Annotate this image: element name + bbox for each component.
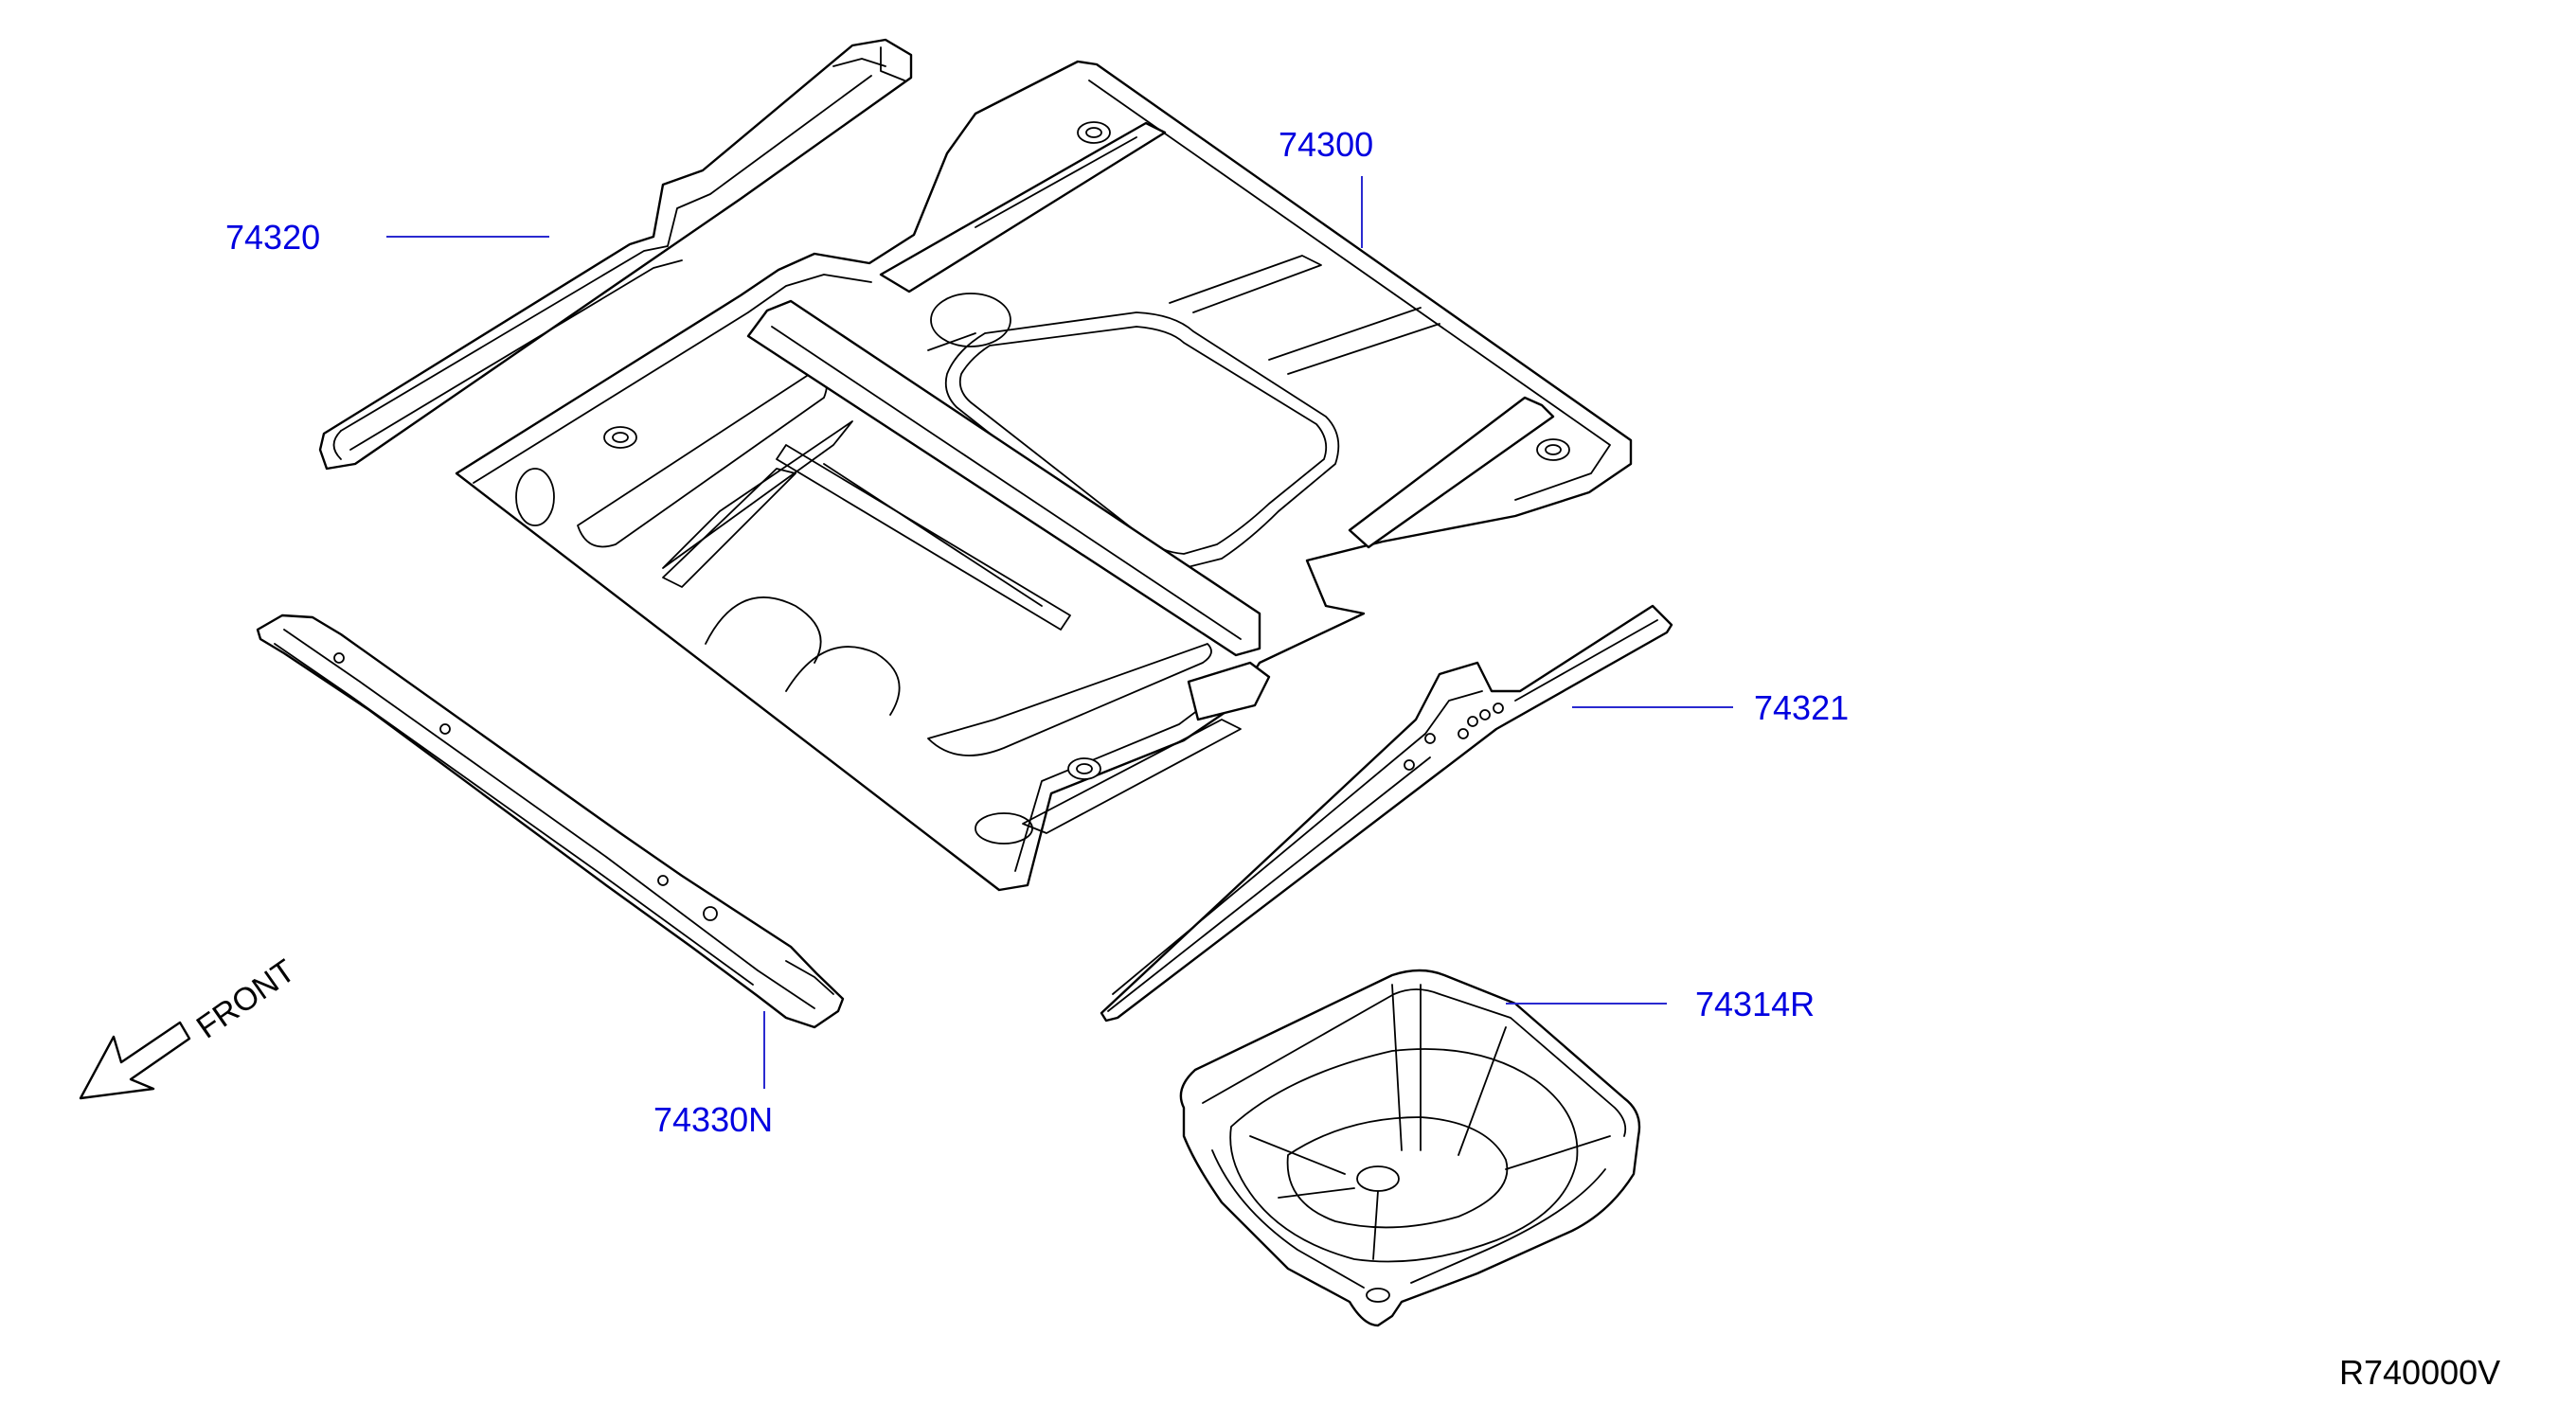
cross-member-drawing[interactable] xyxy=(256,614,845,1029)
front-label: FRONT xyxy=(190,952,302,1045)
side-member-right-drawing[interactable] xyxy=(1100,604,1673,1023)
front-arrow-icon xyxy=(79,1021,191,1100)
floor-panel-drawing[interactable] xyxy=(455,60,1633,892)
part-label-74321[interactable]: 74321 xyxy=(1754,688,1849,727)
part-label-74320[interactable]: 74320 xyxy=(225,218,320,257)
spare-tire-well-drawing[interactable] xyxy=(1179,969,1641,1327)
side-member-left-drawing[interactable] xyxy=(318,38,913,471)
part-label-74330n[interactable]: 74330N xyxy=(653,1100,773,1139)
diagram-code: R740000V xyxy=(2339,1353,2500,1392)
part-label-74300[interactable]: 74300 xyxy=(1279,125,1373,164)
part-label-74314r[interactable]: 74314R xyxy=(1695,985,1815,1023)
front-direction-indicator: FRONT xyxy=(79,952,302,1100)
